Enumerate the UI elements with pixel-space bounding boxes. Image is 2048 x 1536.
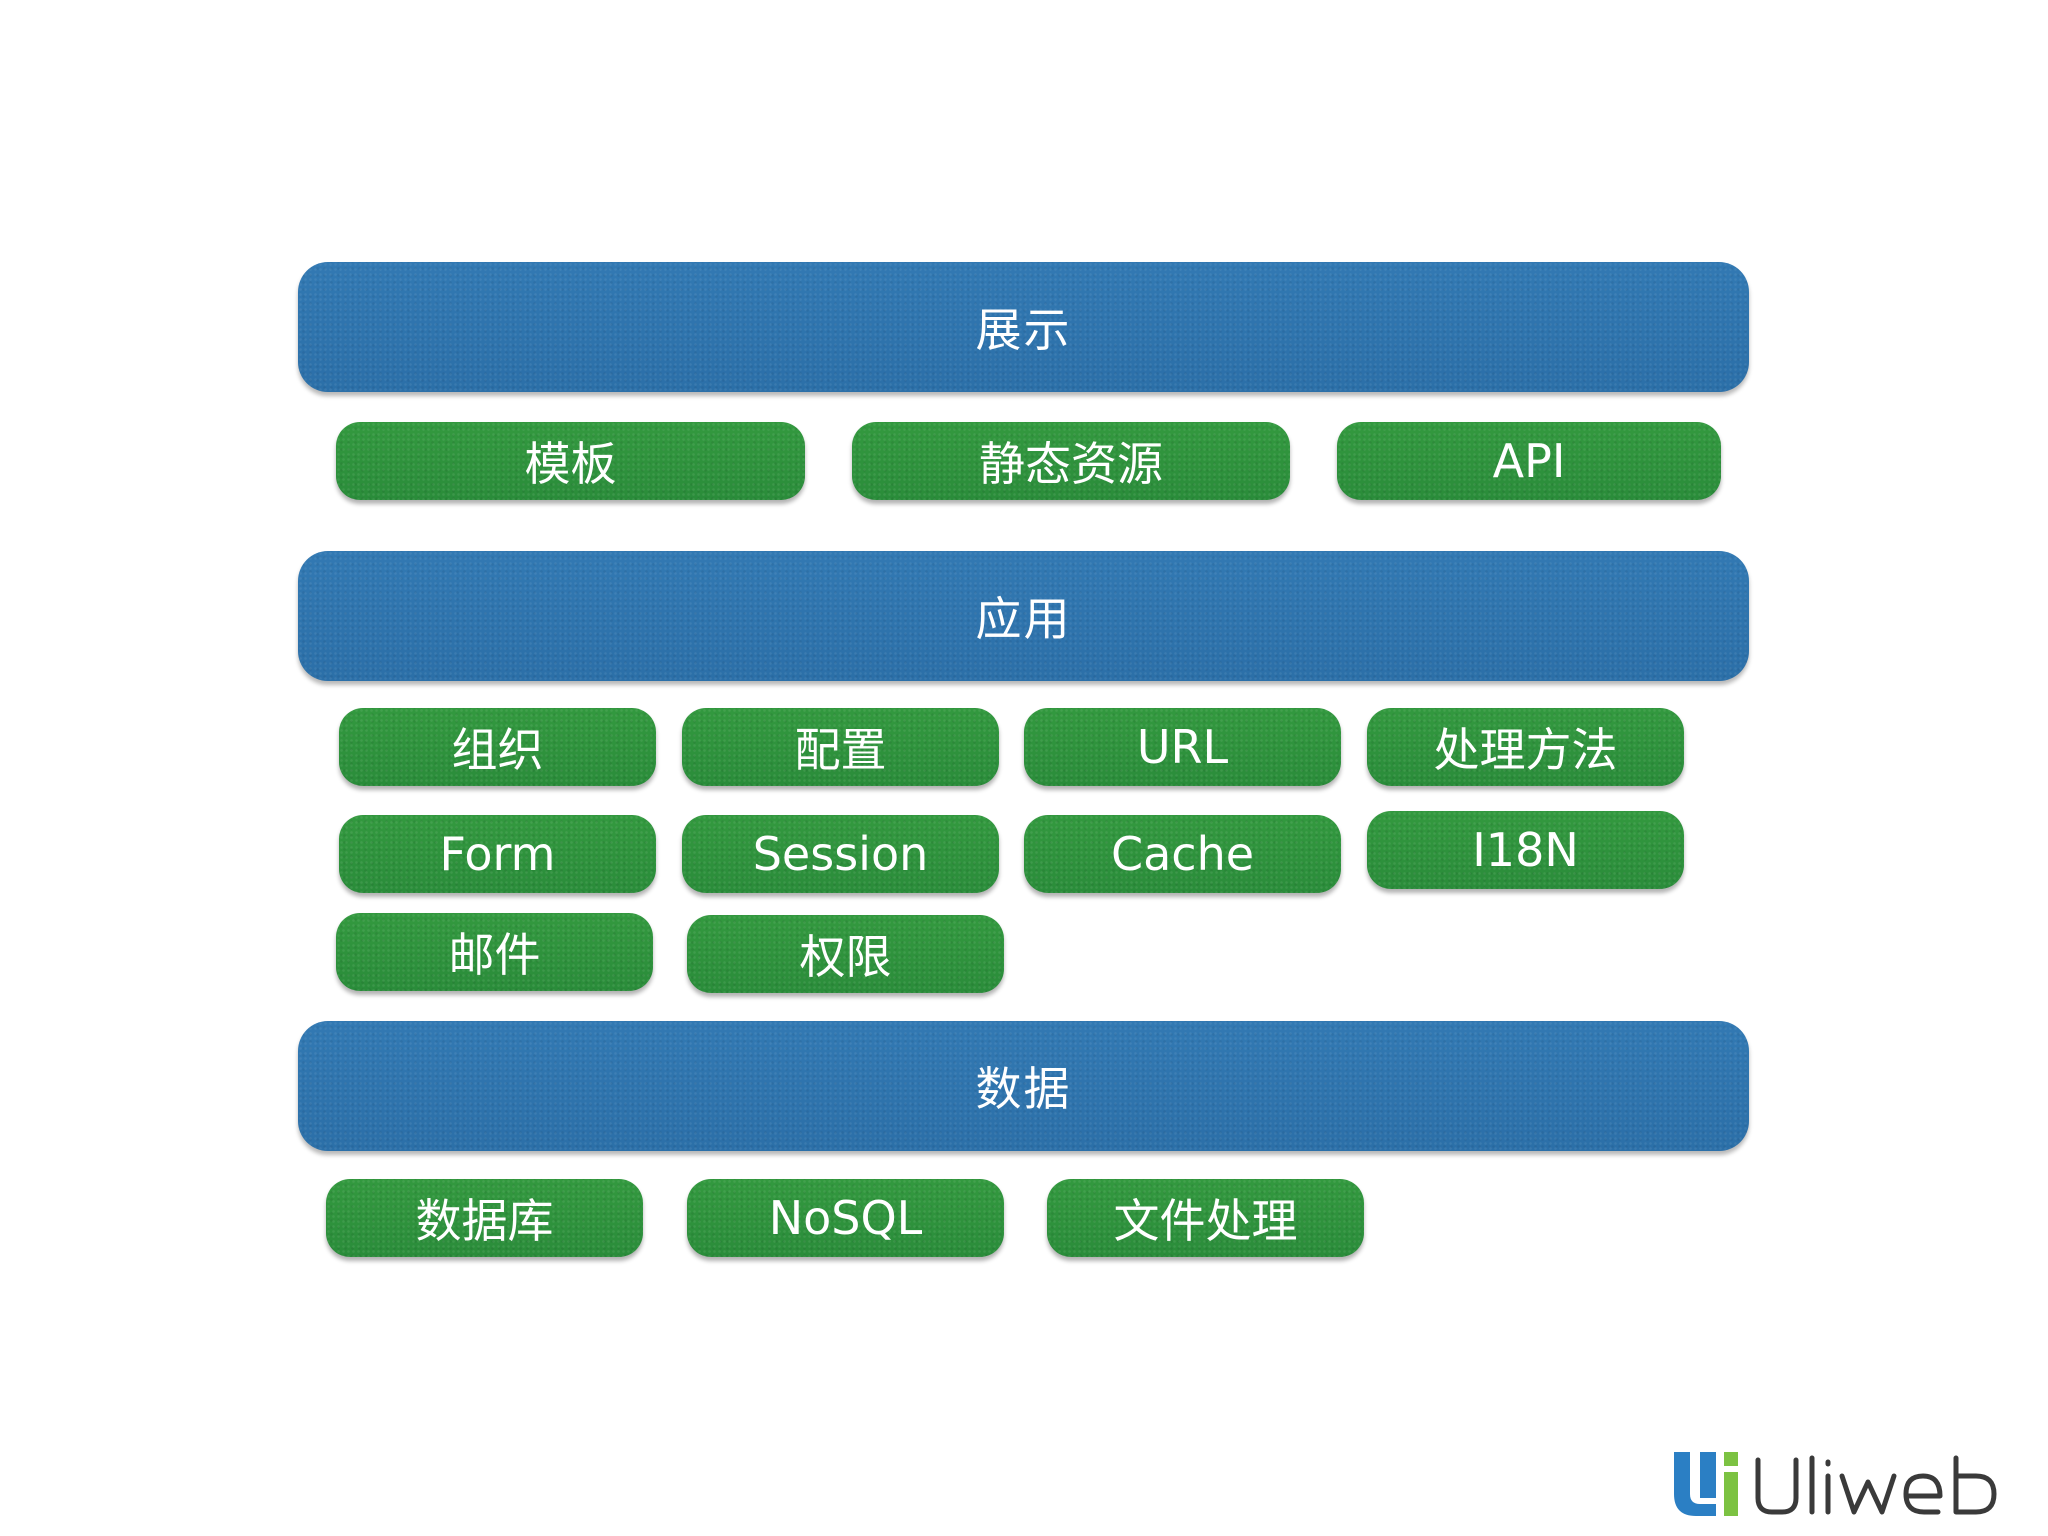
module-api: API (1337, 422, 1721, 500)
logo-mark-i-dot (1724, 1452, 1738, 1466)
module-static-resources-label: 静态资源 (979, 437, 1163, 491)
module-nosql-label: NoSQL (768, 1191, 923, 1245)
uliweb-logo (1674, 1452, 1997, 1516)
module-template-label: 模板 (524, 437, 617, 491)
module-file-processing: 文件处理 (1047, 1179, 1364, 1257)
module-permissions: 权限 (687, 915, 1004, 993)
module-session-label: Session (752, 827, 929, 881)
layer-presentation-title: 展示 (975, 303, 1072, 357)
module-mail-label: 邮件 (448, 928, 541, 982)
module-permissions-label: 权限 (799, 930, 892, 984)
module-api-label: API (1492, 434, 1566, 488)
module-database-label: 数据库 (415, 1194, 554, 1248)
module-file-processing-label: 文件处理 (1113, 1194, 1298, 1248)
layer-data-title: 数据 (975, 1062, 1072, 1116)
module-i18n-label: I18N (1472, 823, 1579, 877)
module-i18n: I18N (1367, 811, 1684, 889)
module-handler-methods: 处理方法 (1367, 708, 1684, 786)
layer-application-bar: 应用 (298, 551, 1749, 681)
module-configuration-label: 配置 (794, 723, 887, 777)
module-organization-label: 组织 (451, 723, 544, 777)
module-handler-methods-label: 处理方法 (1433, 723, 1618, 777)
layer-application-title: 应用 (975, 592, 1072, 646)
layer-data-bar: 数据 (298, 1021, 1749, 1151)
logo-mark-u (1674, 1452, 1716, 1516)
module-organization: 组织 (339, 708, 656, 786)
module-configuration: 配置 (682, 708, 999, 786)
layer-presentation-bar: 展示 (298, 262, 1749, 392)
logo-mark-i-stem (1724, 1472, 1738, 1516)
logo-wordmark (1755, 1455, 1997, 1515)
module-static-resources: 静态资源 (852, 422, 1290, 500)
module-nosql: NoSQL (687, 1179, 1004, 1257)
module-cache-label: Cache (1110, 827, 1255, 881)
module-mail: 邮件 (336, 913, 653, 991)
module-url-label: URL (1136, 720, 1229, 774)
module-session: Session (682, 815, 999, 893)
module-template: 模板 (336, 422, 805, 500)
module-form-label: Form (439, 827, 556, 881)
module-form: Form (339, 815, 656, 893)
module-cache: Cache (1024, 815, 1341, 893)
logo-mark-bar (1700, 1452, 1716, 1498)
module-database: 数据库 (326, 1179, 643, 1257)
module-url: URL (1024, 708, 1341, 786)
